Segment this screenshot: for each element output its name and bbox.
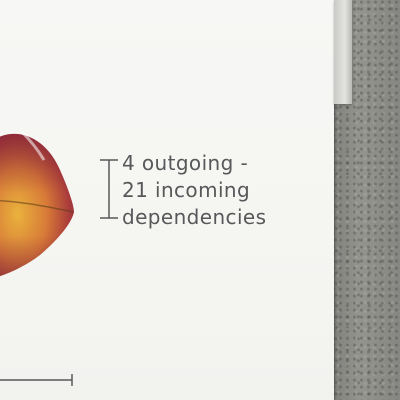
bracket-icon bbox=[100, 159, 118, 219]
annotation-line-2: 21 incoming bbox=[122, 178, 251, 202]
leaf-highlight-stripe bbox=[20, 130, 46, 161]
leaf-shape bbox=[0, 130, 74, 277]
leaf-shading bbox=[0, 133, 74, 277]
scale-bar bbox=[0, 374, 73, 386]
dependency-annotation: 4 outgoing - 21 incoming dependencies bbox=[96, 150, 326, 240]
annotation-line-1: 4 outgoing - bbox=[122, 151, 249, 175]
leaf-midrib bbox=[0, 199, 74, 213]
annotation-text: 4 outgoing - 21 incoming dependencies bbox=[122, 150, 266, 231]
poster-frame-edge bbox=[334, 0, 352, 104]
annotation-line-3: dependencies bbox=[122, 205, 267, 229]
